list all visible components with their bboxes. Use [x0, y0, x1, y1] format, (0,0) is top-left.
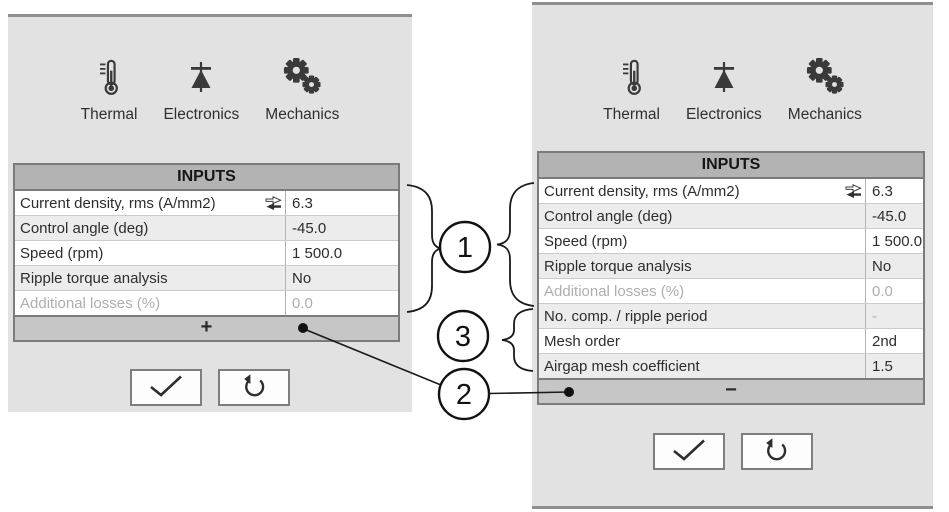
inputs-table-title: INPUTS: [539, 153, 923, 179]
thermometer-icon: [621, 59, 643, 100]
table-row[interactable]: Control angle (deg) -45.0: [15, 216, 398, 241]
table-row[interactable]: Speed (rpm) 1 500.0: [15, 241, 398, 266]
row-label: Control angle (deg): [544, 207, 673, 225]
row-value[interactable]: -45.0: [865, 204, 923, 228]
confirm-button[interactable]: [652, 433, 725, 470]
callout-circle-3: [436, 309, 490, 363]
tool-mechanics[interactable]: Mechanics: [265, 57, 339, 123]
inputs-table: INPUTS Current density, rms (A/mm2) 6.3 …: [13, 163, 400, 342]
confirm-button[interactable]: [130, 369, 202, 406]
collapse-rows-button[interactable]: −: [539, 378, 923, 403]
tool-electronics-label: Electronics: [685, 106, 762, 123]
row-label: Speed (rpm): [20, 244, 104, 262]
tool-thermal-label: Thermal: [80, 106, 138, 123]
callout-number-1: 1: [457, 232, 473, 264]
row-label: Mesh order: [544, 332, 620, 350]
check-icon: [671, 438, 707, 465]
row-label: Current density, rms (A/mm2): [539, 179, 865, 203]
callout-number-3: 3: [455, 321, 471, 353]
row-label: Airgap mesh coefficient: [544, 357, 700, 375]
row-value[interactable]: 2nd: [865, 329, 923, 353]
swap-values-icon[interactable]: [845, 183, 862, 199]
table-row[interactable]: Control angle (deg) -45.0: [539, 204, 923, 229]
action-buttons: [532, 433, 933, 470]
row-value[interactable]: -45.0: [285, 216, 398, 240]
table-row[interactable]: Ripple torque analysis No: [15, 266, 398, 291]
inputs-table-title: INPUTS: [15, 165, 398, 191]
tool-thermal[interactable]: Thermal: [80, 59, 138, 123]
callout-circle-1: [438, 220, 492, 274]
callout-3-right-brace: [501, 308, 534, 372]
table-row[interactable]: Airgap mesh coefficient 1.5: [539, 354, 923, 378]
table-row[interactable]: Current density, rms (A/mm2) 6.3: [15, 191, 398, 216]
table-row[interactable]: Ripple torque analysis No: [539, 254, 923, 279]
undo-icon: [241, 373, 268, 403]
context-toolbar: Thermal Electronics: [532, 57, 933, 123]
row-value: 0.0: [865, 279, 923, 303]
reset-button[interactable]: [740, 433, 813, 470]
row-label: Ripple torque analysis: [20, 269, 168, 287]
reset-button[interactable]: [218, 369, 290, 406]
inputs-table: INPUTS Current density, rms (A/mm2) 6.3 …: [537, 151, 925, 405]
undo-icon: [763, 437, 790, 467]
callout-circle-2: [437, 367, 491, 421]
table-row[interactable]: Current density, rms (A/mm2) 6.3: [539, 179, 923, 204]
callout-number-2: 2: [456, 379, 472, 411]
tool-mechanics[interactable]: Mechanics: [788, 57, 862, 123]
row-value[interactable]: 1 500.0: [865, 229, 923, 253]
expand-rows-button[interactable]: +: [15, 315, 398, 340]
inputs-panel-collapsed: Thermal Electronics: [8, 14, 412, 412]
table-row: Additional losses (%) 0.0: [539, 279, 923, 304]
check-icon: [148, 374, 184, 401]
row-label: Current density, rms (A/mm2): [15, 191, 285, 215]
row-label: Ripple torque analysis: [544, 257, 692, 275]
action-buttons: [8, 369, 412, 406]
swap-values-icon[interactable]: [265, 195, 282, 211]
tool-mechanics-label: Mechanics: [787, 106, 862, 123]
tool-mechanics-label: Mechanics: [265, 106, 340, 123]
table-row[interactable]: Speed (rpm) 1 500.0: [539, 229, 923, 254]
row-label: Additional losses (%): [20, 294, 161, 312]
context-toolbar: Thermal Electronics: [8, 57, 412, 123]
row-value[interactable]: 1 500.0: [285, 241, 398, 265]
tool-electronics-label: Electronics: [163, 106, 240, 123]
row-label: Speed (rpm): [544, 232, 628, 250]
gears-icon: [805, 57, 845, 100]
callout-1-right-brace: [496, 182, 535, 307]
tool-thermal-label: Thermal: [603, 106, 660, 123]
table-row[interactable]: Mesh order 2nd: [539, 329, 923, 354]
row-value: 0.0: [285, 291, 398, 315]
tool-electronics[interactable]: Electronics: [163, 59, 239, 123]
row-value[interactable]: No: [865, 254, 923, 278]
diode-icon: [188, 59, 214, 100]
diode-icon: [711, 59, 737, 100]
tool-electronics[interactable]: Electronics: [686, 59, 762, 123]
callout-1-left-brace: [406, 184, 442, 313]
row-label: No. comp. / ripple period: [544, 307, 708, 325]
gears-icon: [282, 57, 322, 100]
row-value[interactable]: -: [865, 304, 923, 328]
row-value[interactable]: No: [285, 266, 398, 290]
tool-thermal[interactable]: Thermal: [603, 59, 660, 123]
row-label: Control angle (deg): [20, 219, 149, 237]
row-label: Additional losses (%): [544, 282, 685, 300]
row-value[interactable]: 6.3: [865, 179, 923, 203]
row-value[interactable]: 1.5: [865, 354, 923, 378]
table-row[interactable]: No. comp. / ripple period -: [539, 304, 923, 329]
inputs-panel-expanded: Thermal Electronics: [532, 2, 933, 509]
row-value[interactable]: 6.3: [285, 191, 398, 215]
thermometer-icon: [98, 59, 120, 100]
table-row: Additional losses (%) 0.0: [15, 291, 398, 315]
